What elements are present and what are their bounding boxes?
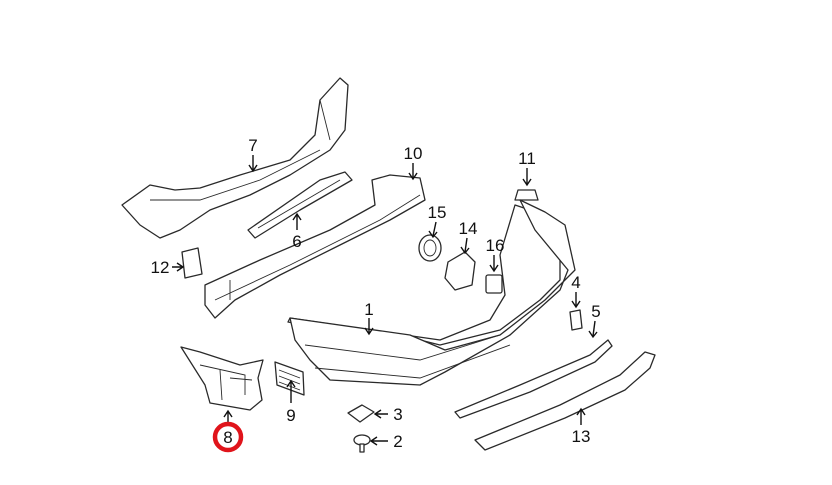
callout-15[interactable]: 15	[428, 203, 447, 222]
part-16-sensor-holder[interactable]	[485, 274, 503, 294]
callout-2[interactable]: 2	[393, 432, 402, 451]
callout-6[interactable]: 6	[292, 232, 301, 251]
part-8-side-bracket[interactable]	[180, 346, 264, 411]
callout-10[interactable]: 10	[404, 144, 423, 163]
part-1-bumper-cover[interactable]	[287, 199, 576, 386]
part-3-clip-nut[interactable]	[347, 404, 375, 423]
callout-9[interactable]: 9	[286, 406, 295, 425]
callout-13[interactable]: 13	[572, 427, 591, 446]
part-10-impact-bar[interactable]	[204, 174, 426, 319]
part-5-trim-strip[interactable]	[454, 339, 613, 419]
part-12-cover-plate[interactable]	[181, 247, 203, 279]
part-2-screw[interactable]	[353, 434, 371, 453]
highlight-circle	[212, 421, 244, 453]
callout-11[interactable]: 11	[518, 149, 536, 168]
callout-4[interactable]: 4	[571, 273, 580, 292]
callout-14[interactable]: 14	[459, 219, 478, 238]
callout-5[interactable]: 5	[591, 302, 600, 321]
part-13-lower-molding[interactable]	[474, 351, 656, 451]
part-11-nut[interactable]	[514, 189, 539, 201]
part-14-park-sensor[interactable]	[444, 251, 476, 291]
callout-12[interactable]: 12	[151, 258, 170, 277]
callout-8[interactable]: 8	[223, 428, 232, 447]
callout-7[interactable]: 7	[248, 136, 257, 155]
callout-16[interactable]: 16	[486, 236, 505, 255]
part-6-bracket[interactable]	[247, 171, 353, 239]
callout-3[interactable]: 3	[393, 405, 402, 424]
part-9-vent-grille[interactable]	[274, 361, 305, 396]
callout-arrows	[172, 155, 598, 446]
part-7-energy-absorber[interactable]	[121, 77, 349, 239]
callout-1[interactable]: 1	[364, 300, 373, 319]
part-4-bracket[interactable]	[569, 309, 583, 331]
part-15-sensor-ring[interactable]	[418, 234, 442, 262]
